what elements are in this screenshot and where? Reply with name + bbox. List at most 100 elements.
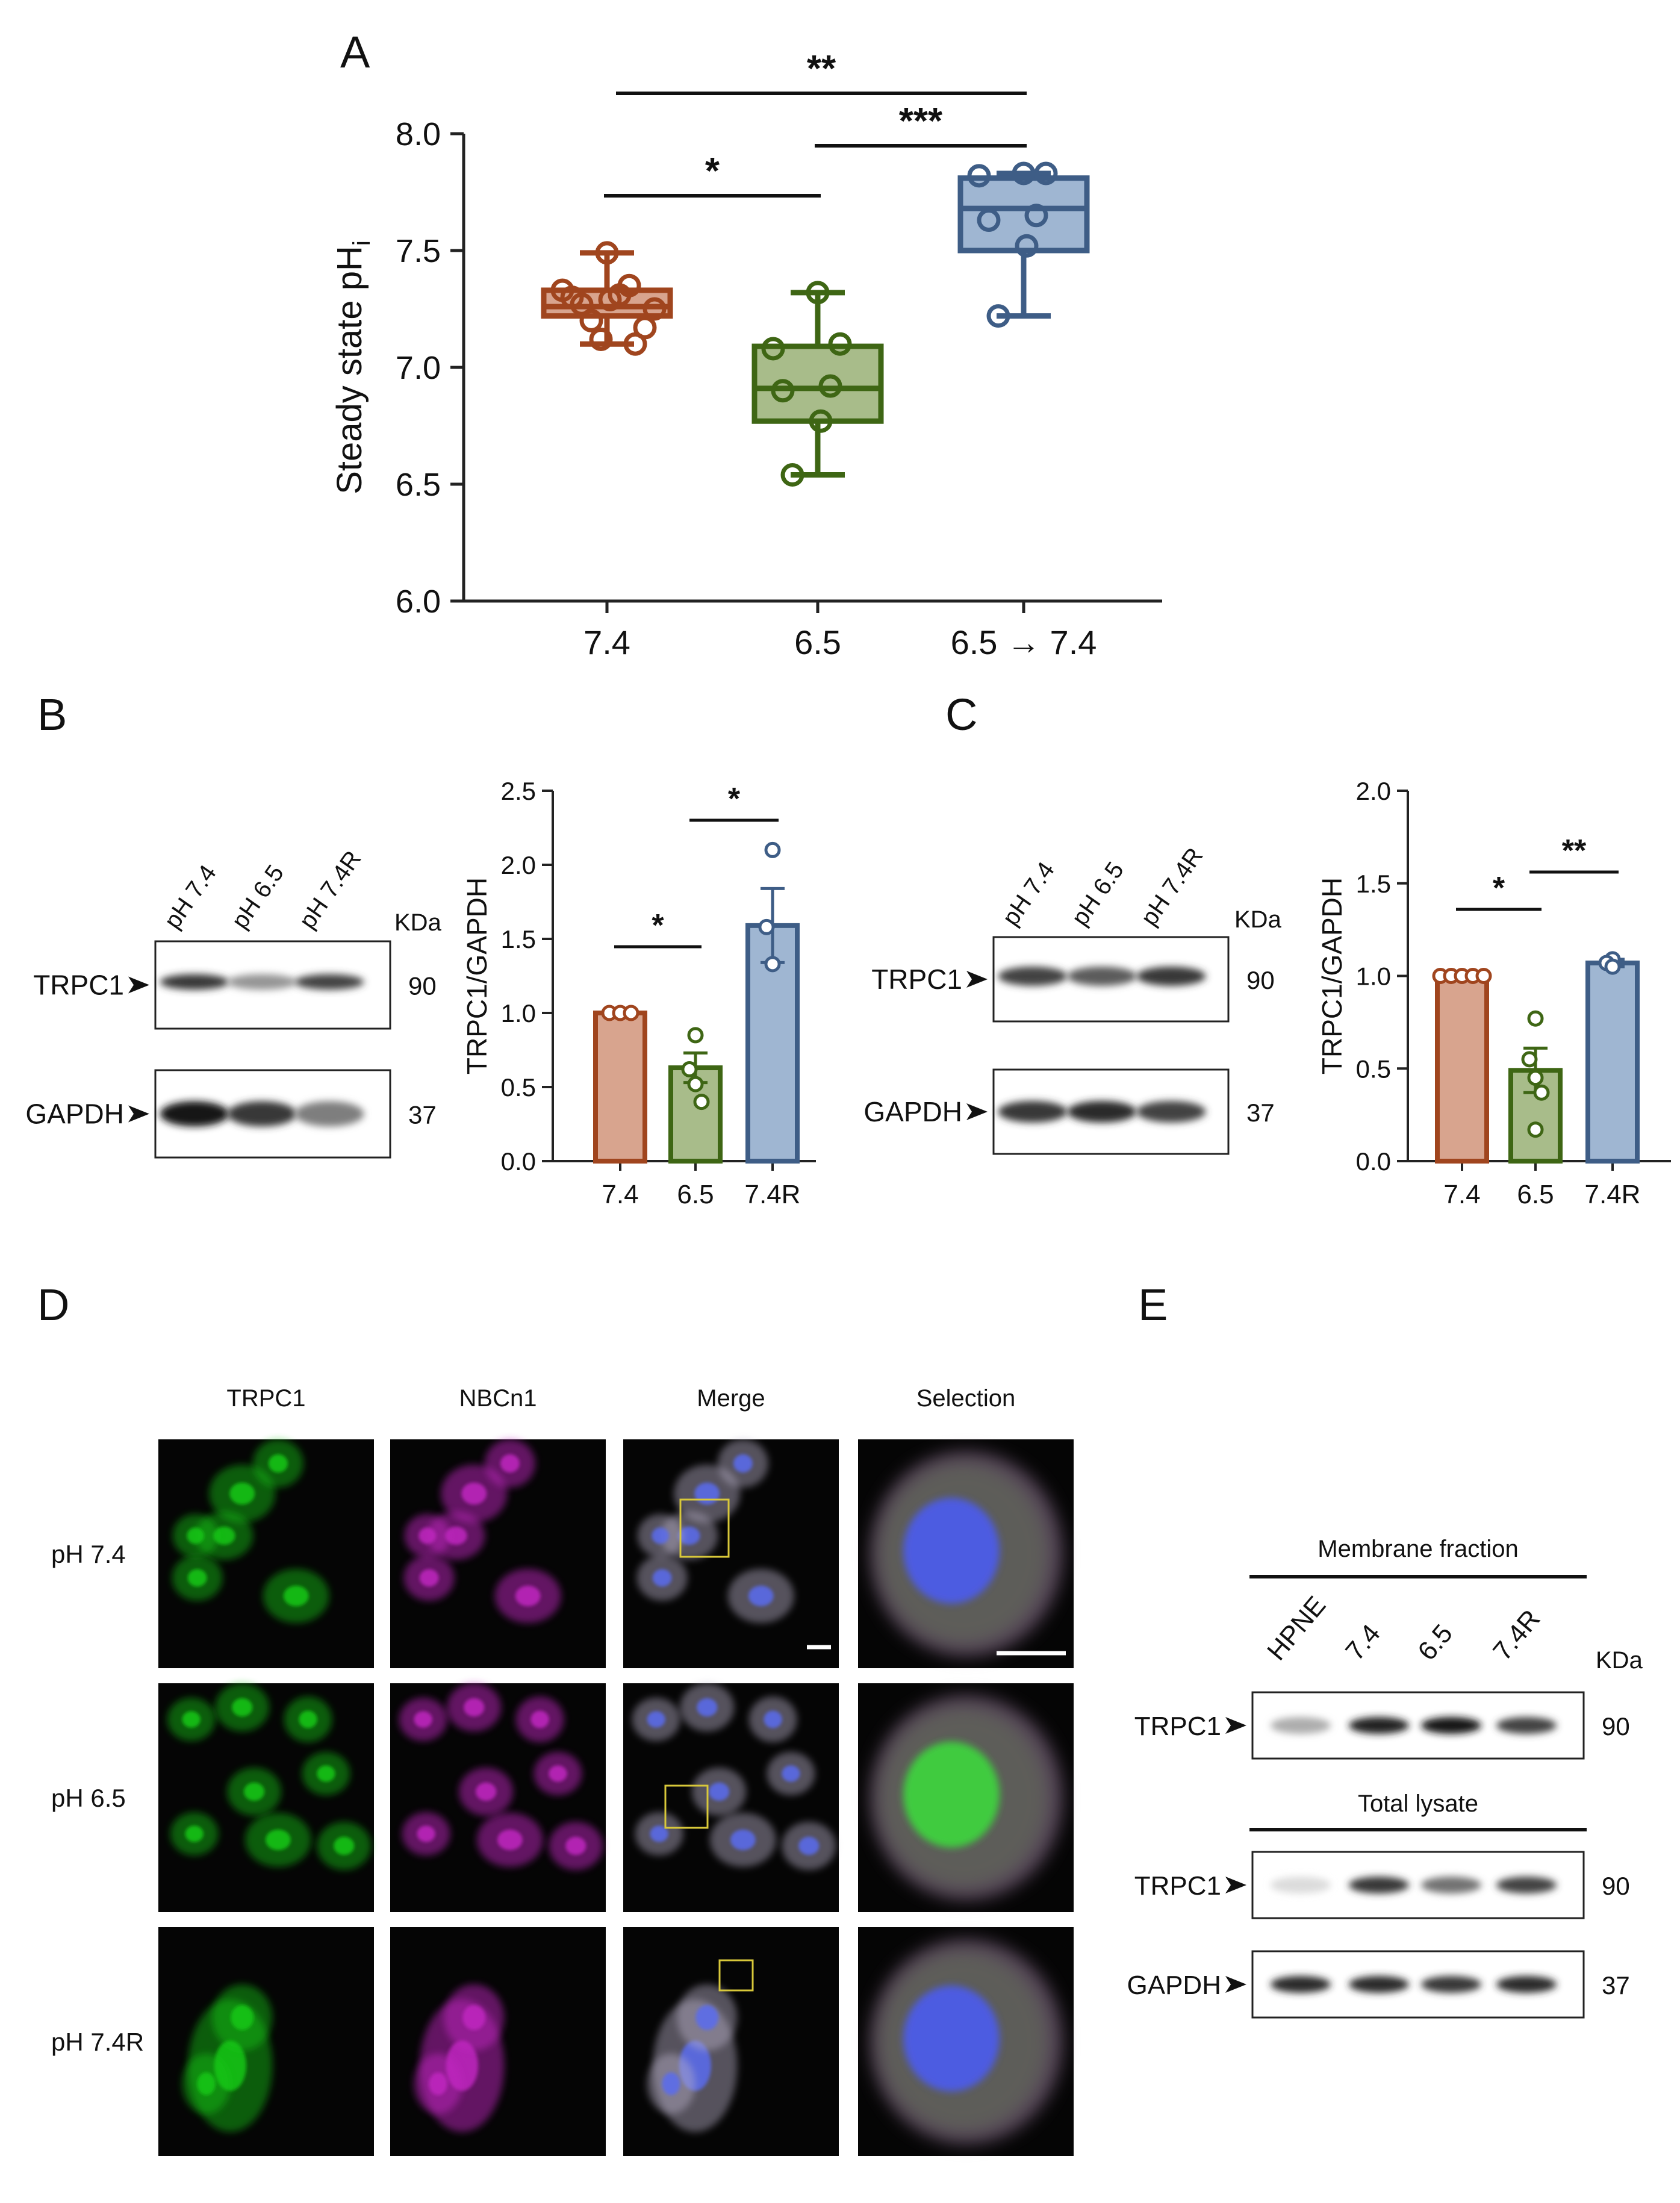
data-point (579, 308, 603, 332)
blot-band (1136, 1101, 1206, 1123)
row-label: pH 7.4 (51, 1540, 126, 1568)
cell-nucleus (182, 1711, 201, 1728)
data-point (1527, 1070, 1544, 1086)
x-tick-label: 6.5 (1517, 1180, 1554, 1209)
data-point (1604, 958, 1621, 975)
cell-nucleus (764, 1710, 782, 1728)
cell-nucleus (678, 1526, 700, 1545)
data-point (771, 379, 795, 403)
y-axis-label: TRPC1/GAPDH (461, 877, 493, 1074)
data-point (967, 164, 991, 188)
cell-nucleus (419, 1569, 439, 1587)
data-point (986, 304, 1010, 328)
row-arrow (966, 1103, 988, 1120)
y-tick-label: 1.5 (501, 925, 536, 953)
significance-label: * (652, 908, 664, 943)
y-tick-label: 8.0 (396, 116, 441, 152)
cell-nucleus (462, 2005, 486, 2030)
data-point (809, 409, 833, 433)
micrograph-tile (390, 1683, 606, 1912)
cell-nucleus (299, 1710, 317, 1728)
cell-nucleus (317, 1765, 335, 1782)
data-point (761, 337, 785, 361)
data-point (818, 374, 842, 398)
lane-label: 6.5 (1412, 1619, 1458, 1666)
cell-nucleus (187, 1527, 205, 1544)
y-tick-label: 1.5 (1356, 870, 1391, 898)
cell-nucleus (213, 1526, 235, 1545)
cell-nucleus (283, 1585, 309, 1607)
cell-nucleus (265, 1829, 291, 1851)
data-point (687, 1076, 704, 1092)
significance-label: ** (807, 48, 836, 90)
blot-band (1067, 967, 1137, 986)
blot-band (998, 1101, 1068, 1123)
selection-box (679, 1498, 730, 1558)
data-point (1015, 234, 1039, 258)
blot-band (294, 1101, 364, 1127)
data-point (1034, 161, 1058, 185)
x-tick-label: 7.4 (1443, 1180, 1480, 1209)
data-point (687, 1027, 704, 1044)
lane-label: pH 7.4R (294, 846, 366, 933)
data-point (1475, 968, 1492, 984)
kda-label: KDa (394, 909, 442, 936)
data-point (598, 287, 622, 311)
x-tick-label: 7.4 (602, 1180, 638, 1209)
row-label: TRPC1 (33, 970, 124, 1001)
x-tick-label: 7.4R (1585, 1180, 1641, 1209)
cell-nucleus (798, 1836, 820, 1856)
data-point (780, 463, 804, 487)
cell-nucleus (334, 1836, 355, 1856)
bar (593, 1011, 647, 1164)
blot-band (227, 1101, 297, 1127)
micrograph-tile (858, 1683, 1074, 1912)
blot-band (1421, 1717, 1481, 1734)
significance-label: * (705, 151, 720, 192)
cell-nucleus (530, 1710, 549, 1728)
panel-label-c: C (945, 690, 978, 740)
blot-band (294, 974, 364, 990)
column-label: Selection (916, 1385, 1016, 1412)
cell-nucleus (476, 1782, 497, 1801)
y-tick-label: 6.5 (396, 467, 441, 503)
row-arrow (1225, 1877, 1246, 1893)
membrane-title: Membrane fraction (1318, 1536, 1518, 1562)
blot-band (1349, 1877, 1409, 1893)
cell-nucleus (733, 1454, 753, 1473)
cell-nucleus (697, 1698, 718, 1717)
blot-band (1136, 967, 1206, 986)
cell-nucleus (903, 1498, 1000, 1604)
y-axis-label-main: Steady state pH (330, 246, 369, 494)
x-tick-label: 7.4R (745, 1180, 801, 1209)
blot-band (160, 1101, 229, 1127)
cell-nucleus (652, 1569, 672, 1587)
cell-nucleus (445, 1526, 467, 1545)
blot-band (1349, 1976, 1409, 1993)
y-tick-label: 2.5 (501, 777, 536, 805)
cell-nucleus (500, 1454, 520, 1473)
cell-nucleus (461, 1482, 487, 1505)
lane-label: pH 7.4R (1136, 843, 1208, 930)
cell-nucleus (748, 1585, 774, 1607)
cell-nucleus (695, 2005, 719, 2030)
row-arrow (128, 1105, 149, 1123)
micrograph-tile (158, 1439, 374, 1668)
significance-label: * (1493, 871, 1505, 906)
y-tick-label: 1.0 (501, 999, 536, 1027)
y-tick-label: 0.0 (501, 1147, 536, 1176)
blot-band (1496, 1877, 1557, 1893)
cell-nucleus (197, 2072, 216, 2095)
molecular-weight-label: 37 (1246, 1098, 1275, 1127)
cell-nucleus (417, 1825, 435, 1842)
blot-band (1349, 1717, 1409, 1734)
lane-label: pH 7.4 (159, 860, 222, 933)
data-point (623, 1005, 639, 1021)
y-tick-label: 0.5 (501, 1073, 536, 1102)
y-axis-label: TRPC1/GAPDH (1316, 877, 1348, 1074)
